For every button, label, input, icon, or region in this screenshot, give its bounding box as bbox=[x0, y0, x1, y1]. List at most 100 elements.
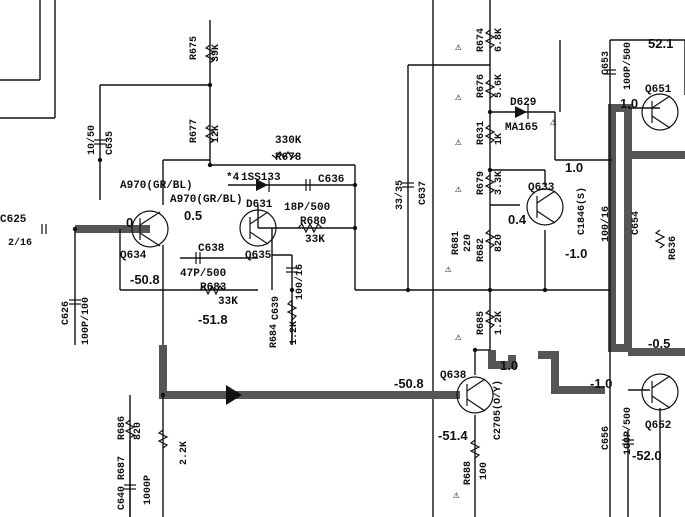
r686-label: R686 bbox=[117, 416, 128, 440]
c637-value: 33/35 bbox=[394, 180, 406, 210]
voltage-q652-bottom: -52.0 bbox=[632, 448, 662, 463]
capacitor-symbols bbox=[41, 69, 634, 490]
c654-value: 100/16 bbox=[600, 206, 612, 242]
warning-icon: ⚠ bbox=[453, 490, 460, 502]
r683-label: R683 bbox=[200, 282, 227, 294]
c640-value: 1000P bbox=[143, 475, 154, 505]
q651-icon bbox=[641, 93, 679, 131]
voltage-q633-base: 0.4 bbox=[508, 212, 527, 227]
voltage-q635-node: -51.8 bbox=[198, 312, 228, 327]
c654-label: C654 bbox=[631, 211, 642, 235]
warning-icon: ⚠ bbox=[455, 332, 462, 344]
diode-d629-icon bbox=[515, 105, 529, 119]
voltage-q638-emitter: -51.4 bbox=[438, 428, 468, 443]
voltage-q638-collector: 1.0 bbox=[500, 358, 518, 373]
warning-icon: ⚠ bbox=[445, 264, 452, 276]
c656-label: C656 bbox=[601, 426, 612, 450]
c637-label: C637 bbox=[418, 181, 429, 205]
r681-label: R681 bbox=[451, 231, 462, 255]
voltage-q633-emitter: -1.0 bbox=[565, 246, 587, 261]
q638-label: Q638 bbox=[440, 370, 467, 382]
r686-value: 820 bbox=[133, 422, 144, 440]
highlighted-signal-path bbox=[75, 104, 685, 399]
q652-label: Q652 bbox=[645, 420, 671, 432]
c639-value: 100/16 bbox=[294, 264, 306, 300]
q635-type: A970(GR/BL) bbox=[170, 194, 243, 206]
r687-value: 2.2K bbox=[179, 441, 190, 465]
voltage-right-mid: -0.5 bbox=[648, 336, 670, 351]
voltage-q635-base: 0.5 bbox=[184, 208, 202, 223]
c640-label: C640 bbox=[117, 486, 128, 510]
q633-icon bbox=[526, 188, 564, 226]
r631-label: R631 bbox=[476, 121, 487, 145]
r679-value: 3.3K bbox=[494, 171, 505, 195]
r675-value: 39K bbox=[211, 44, 222, 62]
d629-label: D629 bbox=[510, 97, 536, 109]
d629-value: MA165 bbox=[505, 122, 538, 134]
warning-icon: ⚠ bbox=[455, 137, 462, 149]
voltage-q634-emitter: -50.8 bbox=[130, 272, 160, 287]
voltage-q638-base: -50.8 bbox=[394, 376, 424, 391]
q651-label: Q651 bbox=[645, 84, 672, 96]
c638-label: C638 bbox=[198, 243, 225, 255]
c638-value: 47P/500 bbox=[180, 268, 226, 280]
r684-label: R684 bbox=[269, 324, 280, 348]
voltage-q634-base: 0 bbox=[126, 215, 133, 230]
r688-label: R688 bbox=[463, 461, 474, 485]
safety-markers: ⚠ ⚠ ⚠ ⚠ ⚠ ⚠ ⚠ ⚠ bbox=[445, 42, 557, 502]
c635-value: 10/50 bbox=[86, 125, 98, 155]
r680-value: 33K bbox=[305, 234, 325, 246]
r688-value: 100 bbox=[479, 462, 490, 480]
voltage-q651-top: 52.1 bbox=[648, 36, 673, 51]
r674-value: 6.8K bbox=[494, 28, 505, 52]
c625-label: C625 bbox=[0, 214, 27, 226]
r674-label: R674 bbox=[476, 28, 487, 52]
r678-value: 330K bbox=[275, 135, 302, 147]
q638-type: C2705(O/Y) bbox=[492, 380, 504, 440]
c625-value: 2/16 bbox=[8, 237, 32, 249]
q635-label: Q635 bbox=[245, 250, 272, 262]
c635-label: C635 bbox=[105, 131, 116, 155]
q634-icon bbox=[131, 210, 169, 248]
d631-value: 1SS133 bbox=[241, 172, 281, 184]
r677-label: R677 bbox=[189, 119, 200, 143]
d631-note: *4 bbox=[226, 172, 240, 184]
r679-label: R679 bbox=[476, 171, 487, 195]
resistor-symbols bbox=[124, 29, 666, 459]
r675-label: R675 bbox=[189, 36, 200, 60]
voltage-q651-base: 1.0 bbox=[620, 96, 638, 111]
q634-label: Q634 bbox=[120, 250, 147, 262]
r682-label: R682 bbox=[476, 238, 487, 262]
diode-d631-icon bbox=[256, 178, 270, 192]
c626-label: C626 bbox=[61, 301, 72, 325]
r681-value: 220 bbox=[463, 234, 474, 252]
r631-value: 1K bbox=[494, 133, 505, 145]
c636-value: 18P/500 bbox=[284, 202, 330, 214]
transistor-symbols bbox=[131, 93, 679, 414]
warning-icon: ⚠ bbox=[455, 184, 462, 196]
warning-icon: ⚠ bbox=[550, 117, 557, 129]
r684-value: 1.2K bbox=[289, 321, 300, 345]
junction-dots bbox=[72, 82, 548, 398]
r685-value: 1.2K bbox=[494, 311, 505, 335]
c656-value: 100P/500 bbox=[622, 407, 634, 455]
q633-label: Q633 bbox=[528, 182, 555, 194]
voltage-q652-base: -1.0 bbox=[590, 376, 612, 391]
c653-value: 100P/500 bbox=[622, 42, 634, 90]
wiring bbox=[74, 0, 685, 517]
r676-label: R676 bbox=[476, 74, 487, 98]
r636-label: R636 bbox=[668, 236, 679, 260]
q638-icon bbox=[456, 376, 494, 414]
r683-value: 33K bbox=[218, 296, 238, 308]
q635-icon bbox=[239, 209, 277, 247]
warning-icon: ⚠ bbox=[455, 42, 462, 54]
c626-value: 100P/100 bbox=[80, 297, 92, 345]
q634-type: A970(GR/BL) bbox=[120, 180, 193, 192]
r680-label: R680 bbox=[300, 216, 326, 228]
d631-label: D631 bbox=[246, 199, 273, 211]
r685-label: R685 bbox=[476, 311, 487, 335]
q633-type: C1846(S) bbox=[576, 187, 588, 235]
